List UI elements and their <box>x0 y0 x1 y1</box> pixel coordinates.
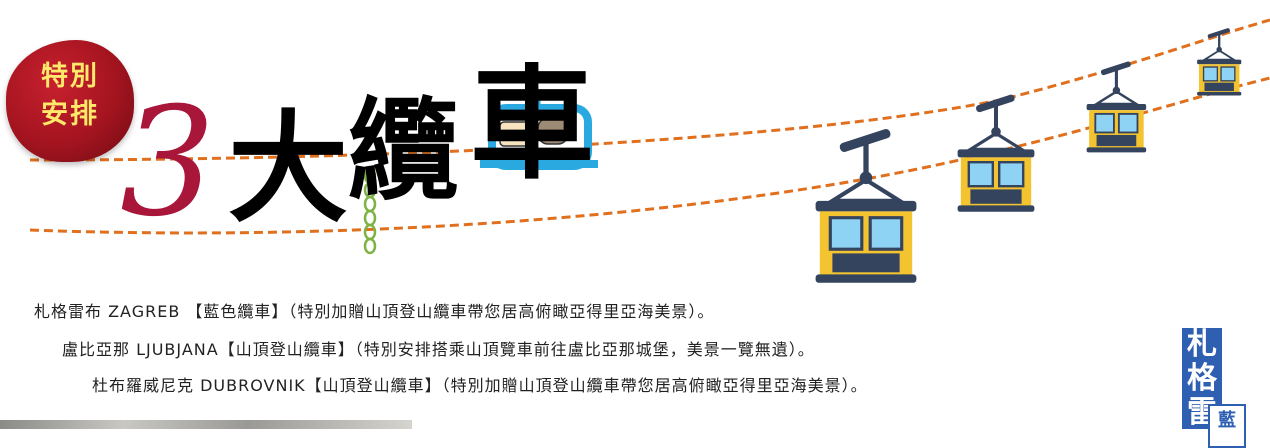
title-char-da: 大 <box>228 100 348 239</box>
route-dubrovnik: 杜布羅威尼克 DUBROVNIK【山頂登山纜車】（特別加贈山頂登山纜車帶您居高俯… <box>92 376 868 395</box>
title-cabin-illustration <box>480 90 598 170</box>
gondola-tiny <box>1195 26 1243 97</box>
route-ljubljana: 盧比亞那 LJUBJANA【山頂登山纜車】（特別安排搭乘山頂覽車前往盧比亞那城堡… <box>62 340 815 359</box>
badge-line-2: 安排 <box>41 99 99 130</box>
promo-banner: 特別 安排 3 大 纜 車 札格雷布 ZAGREB 【藍色纜車】（特別加贈山頂登… <box>0 18 1270 448</box>
vertical-tag-text: 札格雷 <box>1187 328 1217 429</box>
upper-cable <box>29 18 1270 162</box>
gondola-medium <box>958 94 1035 212</box>
vertical-tag-sub: 藍 <box>1218 410 1236 431</box>
photo-strip <box>0 420 412 429</box>
lower-cable <box>29 76 1270 235</box>
special-badge <box>6 40 134 162</box>
title-number: 3 <box>120 76 216 250</box>
title-char-che: 車 <box>470 52 595 196</box>
vertical-tag-frame: 藍 <box>1208 404 1246 448</box>
route-zagreb: 札格雷布 ZAGREB 【藍色纜車】（特別加贈山頂登山纜車帶您居高俯瞰亞得里亞海… <box>34 302 715 321</box>
special-badge-text: 特別 安排 <box>30 58 110 134</box>
title-char-lan: 纜 <box>348 87 458 215</box>
zagreb-vertical-tag: 札格雷 <box>1182 328 1222 429</box>
cable-lines <box>29 18 1270 429</box>
chain-decoration <box>363 167 377 255</box>
gondola-large <box>816 128 917 283</box>
badge-line-1: 特別 <box>41 61 99 92</box>
